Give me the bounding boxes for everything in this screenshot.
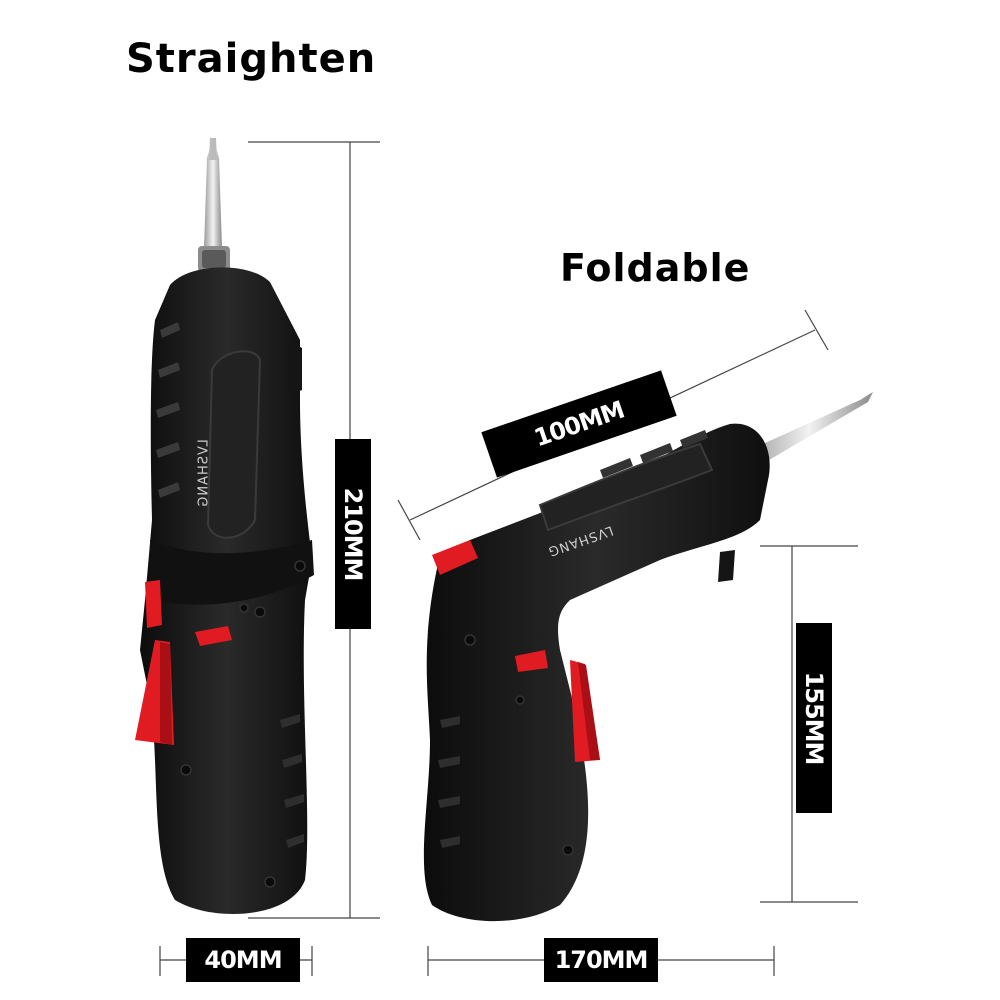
straighten-title: Straighten xyxy=(126,36,377,82)
dimension-label-210mm: 210MM xyxy=(335,439,371,629)
dimension-label-40mm: 40MM xyxy=(186,938,300,982)
dimension-label-155mm: 155MM xyxy=(796,623,832,813)
screwdriver-straight xyxy=(135,138,314,914)
brand-logo-straight: LVSHANG xyxy=(196,439,212,508)
dimension-label-170mm: 170MM xyxy=(544,938,658,982)
screwdriver-folded xyxy=(423,392,873,922)
foldable-title: Foldable xyxy=(560,246,751,290)
